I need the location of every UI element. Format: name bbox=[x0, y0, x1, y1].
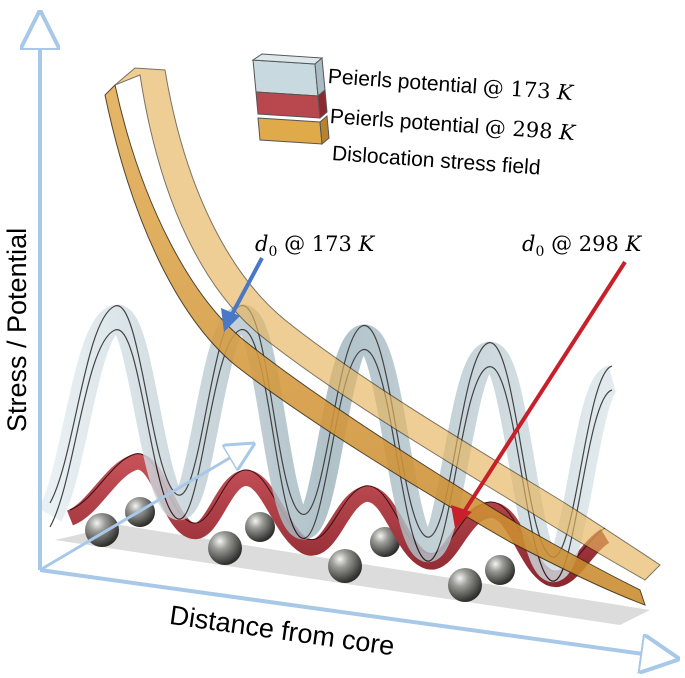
legend-at: @ 173 K bbox=[482, 74, 574, 106]
d0-173-arrowhead bbox=[221, 308, 240, 332]
atom bbox=[208, 531, 242, 565]
legend-swatch-173 bbox=[251, 53, 326, 98]
annotation-d0-173: d0 @ 173 K bbox=[255, 232, 375, 261]
x-axis bbox=[39, 568, 672, 658]
atom bbox=[328, 549, 362, 583]
legend-swatches bbox=[251, 53, 330, 146]
atom bbox=[245, 512, 275, 542]
z-axis bbox=[39, 446, 250, 572]
annotation-arrows bbox=[221, 257, 627, 528]
legend-swatch-stress bbox=[257, 114, 330, 146]
atom bbox=[448, 568, 482, 602]
y-axis-label: Stress / Potential bbox=[2, 227, 32, 432]
axes bbox=[40, 18, 672, 658]
annotation-d0-298: d0 @ 298 K bbox=[522, 232, 642, 261]
legend-at: @ 298 K bbox=[484, 114, 576, 146]
d0-298-arrow bbox=[460, 260, 627, 517]
atom bbox=[370, 527, 400, 557]
atom bbox=[485, 555, 515, 585]
d0-173-arrow bbox=[228, 257, 264, 319]
legend-swatch-298 bbox=[255, 88, 328, 120]
stress-field-ribbon bbox=[104, 67, 661, 606]
d0-298-arrowhead bbox=[451, 505, 472, 528]
